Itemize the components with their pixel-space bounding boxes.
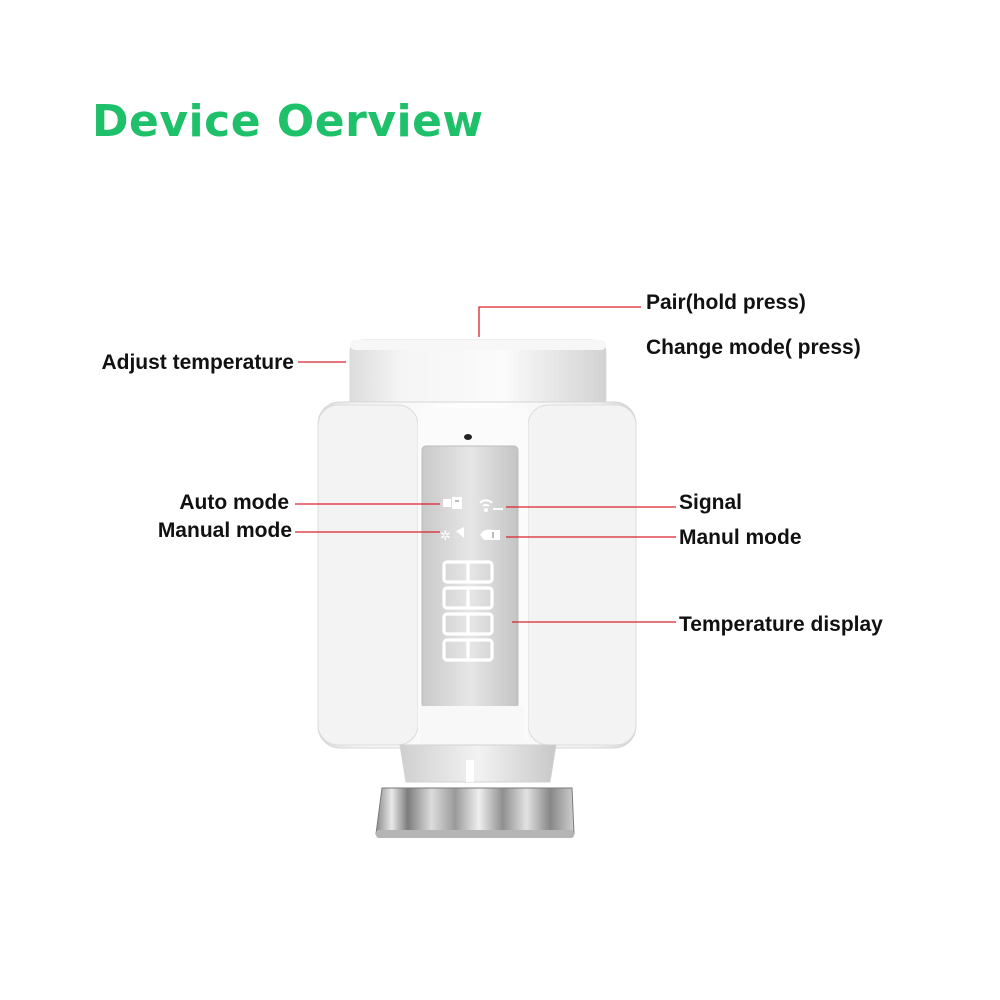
page-title: Device Oerview <box>92 96 484 147</box>
label-pair: Pair(hold press) <box>646 291 806 314</box>
mounting-nut <box>375 787 575 838</box>
leader-lines <box>295 306 676 623</box>
leader-pair <box>478 306 641 337</box>
label-manul-mode: Manul mode <box>679 526 802 549</box>
label-temperature-display: Temperature display <box>679 613 883 636</box>
label-adjust-temperature: Adjust temperature <box>101 351 294 374</box>
auto-mode-icon <box>443 497 462 509</box>
label-manual-mode: Manual mode <box>157 519 292 542</box>
manual-mode-left-icon: ✲ <box>440 527 464 544</box>
lower-collar <box>399 706 557 783</box>
svg-text:✲: ✲ <box>440 529 451 544</box>
temperature-display <box>442 560 494 662</box>
adjust-cap <box>349 339 607 406</box>
label-signal: Signal <box>679 491 743 514</box>
label-auto-mode: Auto mode <box>179 491 289 514</box>
label-change-mode: Change mode( press) <box>646 336 861 359</box>
digit-segment-group <box>442 560 494 662</box>
display-panel <box>421 445 519 709</box>
signal-icon <box>479 499 503 512</box>
indicator-dot <box>464 434 472 440</box>
manual-mode-right-icon <box>480 529 500 540</box>
